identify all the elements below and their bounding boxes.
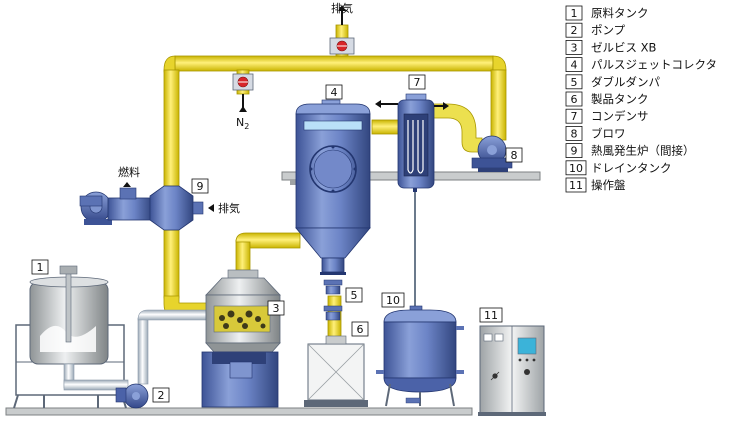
fuel-label: 燃料: [118, 165, 140, 179]
legend-item: 8 ブロワ: [565, 126, 626, 141]
svg-text:1: 1: [37, 261, 44, 274]
feed-pump: [115, 383, 149, 409]
callout-7: 7: [408, 74, 426, 90]
legend-number: 5: [571, 76, 578, 89]
legend-item: 4 パルスジェットコレクタ: [565, 57, 717, 72]
legend-number: 6: [571, 93, 578, 106]
legend-item: 7 コンデンサ: [565, 108, 649, 124]
legend-item: 3 ゼルビス XB: [565, 40, 657, 55]
callout-1: 1: [31, 259, 49, 275]
n2-inlet-arrow-icon: [239, 106, 247, 112]
legend-number-box: [565, 40, 583, 55]
callout-3: 3: [267, 300, 285, 316]
legend-item: 5 ダブルダンパ: [565, 74, 660, 90]
callout-2: 2: [152, 387, 170, 403]
condenser: [375, 93, 449, 310]
legend-text: パルスジェットコレクタ: [591, 58, 717, 72]
legend-number: 4: [571, 59, 578, 72]
legend-item: 11 操作盤: [565, 177, 626, 193]
svg-text:4: 4: [331, 86, 338, 99]
exhaust-arrow-icon: [338, 5, 346, 11]
svg-text:6: 6: [357, 323, 364, 336]
legend-text: ブロワ: [591, 126, 626, 140]
legend-number: 7: [571, 110, 578, 123]
blower: [471, 135, 513, 172]
dryer-reactor: [201, 269, 281, 408]
condenser-inlet-arrow-icon: [375, 100, 381, 108]
callout-9: 9: [191, 178, 209, 194]
control-panel: [478, 325, 546, 416]
legend-number-box: [565, 177, 587, 193]
legend-number: 9: [571, 145, 578, 158]
condenser-outlet-arrow-icon: [443, 102, 449, 110]
callout-4: 4: [325, 84, 343, 100]
legend: 1 原料タンク 2 ポンプ 3 ゼルビス XB 4 パルスジェットコレクタ 5 ダブルダンパ 6 製品…: [565, 5, 717, 193]
legend-number: 2: [571, 24, 578, 37]
legend-number-box: [565, 108, 583, 124]
legend-number-box: [565, 160, 587, 176]
callout-8: 8: [505, 147, 523, 163]
legend-text: 操作盤: [591, 178, 626, 192]
legend-text: ゼルビス XB: [591, 40, 657, 54]
legend-number: 3: [571, 41, 578, 54]
legend-number: 8: [571, 127, 578, 140]
legend-item: 6 製品タンク: [565, 91, 649, 107]
n2-label: N2: [236, 116, 249, 131]
legend-item: 1 原料タンク: [565, 5, 649, 21]
legend-number: 10: [569, 162, 583, 175]
legend-text: ダブルダンパ: [591, 75, 660, 89]
legend-text: ドレインタンク: [591, 161, 672, 175]
legend-text: 原料タンク: [591, 6, 649, 20]
legend-item: 10 ドレインタンク: [565, 160, 672, 176]
legend-number: 11: [569, 179, 583, 192]
hot-air-generator: [79, 182, 214, 231]
svg-text:9: 9: [197, 180, 204, 193]
pulse-jet-collector: [295, 99, 371, 275]
raw-material-tank: [13, 265, 127, 409]
svg-text:7: 7: [414, 76, 421, 89]
feed-pipe: [63, 309, 207, 391]
legend-number: 1: [571, 7, 578, 20]
legend-number-box: [565, 22, 583, 38]
exhaust-side-arrow-icon: [208, 204, 214, 212]
exhaust-damper-valve: [329, 5, 355, 55]
svg-text:5: 5: [351, 289, 358, 302]
legend-number-box: [565, 57, 583, 72]
legend-number-box: [565, 143, 583, 159]
exhaust-top-label: 排気: [331, 1, 353, 15]
fuel-arrow-icon: [123, 182, 131, 187]
nitrogen-valve: [232, 73, 254, 112]
legend-number-box: [565, 74, 583, 90]
callout-6: 6: [351, 321, 369, 337]
svg-text:8: 8: [511, 149, 518, 162]
legend-text: ポンプ: [591, 23, 626, 37]
callout-5: 5: [345, 287, 363, 303]
drain-tank: [376, 305, 464, 407]
legend-text: コンデンサ: [591, 109, 649, 123]
product-tank: [304, 335, 368, 407]
exhaust-side-label: 排気: [218, 201, 240, 215]
legend-text: 製品タンク: [591, 92, 649, 106]
svg-text:2: 2: [158, 389, 165, 402]
legend-number-box: [565, 91, 583, 107]
legend-number-box: [565, 126, 583, 141]
svg-text:11: 11: [484, 309, 498, 322]
double-damper: [323, 279, 343, 321]
legend-number-box: [565, 5, 583, 21]
legend-item: 2 ポンプ: [565, 22, 626, 38]
callout-10: 10: [381, 292, 405, 308]
callout-11: 11: [479, 307, 503, 323]
svg-text:3: 3: [273, 302, 280, 315]
legend-text: 熱風発生炉（間接）: [591, 144, 695, 158]
svg-text:10: 10: [386, 294, 400, 307]
legend-item: 9 熱風発生炉（間接）: [565, 143, 695, 159]
ground-floor: [5, 407, 473, 416]
